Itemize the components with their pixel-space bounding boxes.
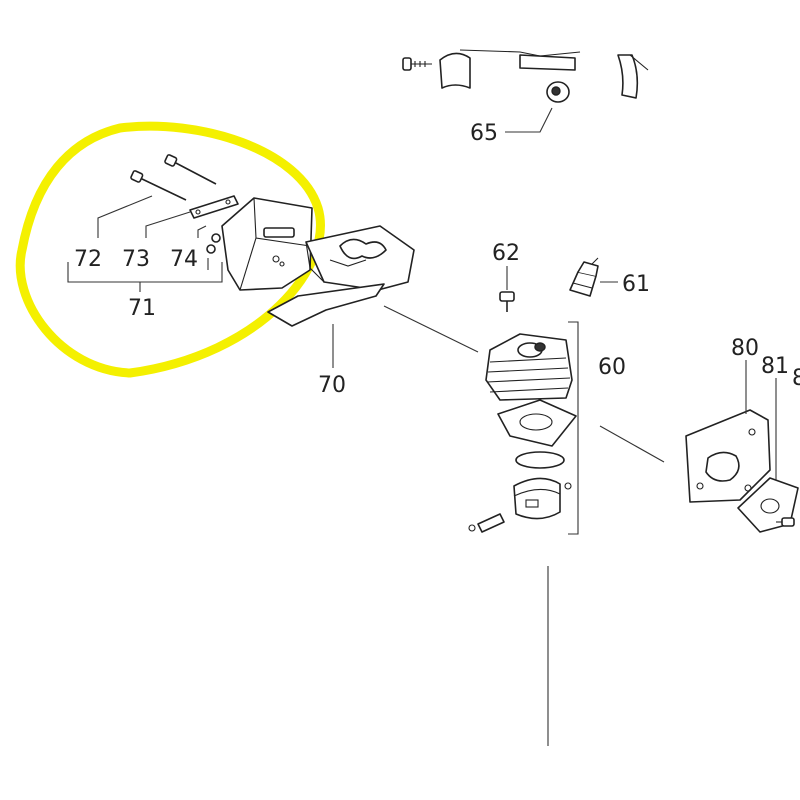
- part-60-piston: [513, 477, 561, 520]
- part-61-spark-plug: [569, 257, 599, 297]
- part-label-73: 73: [122, 247, 150, 272]
- part-60-cylinder: [485, 333, 573, 401]
- leader-bracket-60: [568, 321, 579, 535]
- part-60-piston-ring: [515, 451, 565, 469]
- leader-line-74: [197, 225, 207, 238]
- part-80-intake-gasket: [685, 409, 771, 503]
- part-label-80: 80: [731, 336, 759, 361]
- part-70-heat-shield: [267, 225, 415, 327]
- part-62-screw: [499, 291, 515, 312]
- leader-line-65: [505, 107, 553, 133]
- leader-line-72: [97, 195, 153, 238]
- part-65-grommet: [546, 81, 570, 103]
- part-73-plate: [189, 195, 239, 219]
- leader-line-73: [145, 211, 191, 238]
- part-72-bolt-a: [130, 170, 187, 201]
- part-label-72: 72: [74, 247, 102, 272]
- part-81-screw: [776, 517, 795, 527]
- part-60-piston-pin: [468, 482, 572, 533]
- part-label-70: 70: [318, 373, 346, 398]
- part-label-82: 8: [792, 366, 800, 391]
- connection-line-70-60: [383, 305, 479, 353]
- part-label-81: 81: [761, 354, 789, 379]
- leader-bracket-71: [67, 262, 223, 292]
- highlight-circle: [15, 121, 325, 378]
- part-74-nuts: [206, 233, 221, 254]
- connection-line-60-80: [599, 425, 665, 463]
- part-60-base-gasket: [497, 399, 577, 447]
- part-label-61: 61: [622, 272, 650, 297]
- part-label-74: 74: [170, 247, 198, 272]
- part-71-muffler: [221, 197, 313, 291]
- part-label-65: 65: [470, 121, 498, 146]
- part-label-71: 71: [128, 296, 156, 321]
- part-72-bolt-b: [164, 154, 217, 185]
- top-screw-part: [402, 57, 432, 71]
- top-housing-part: [439, 49, 649, 99]
- part-label-60: 60: [598, 355, 626, 380]
- part-label-62: 62: [492, 241, 520, 266]
